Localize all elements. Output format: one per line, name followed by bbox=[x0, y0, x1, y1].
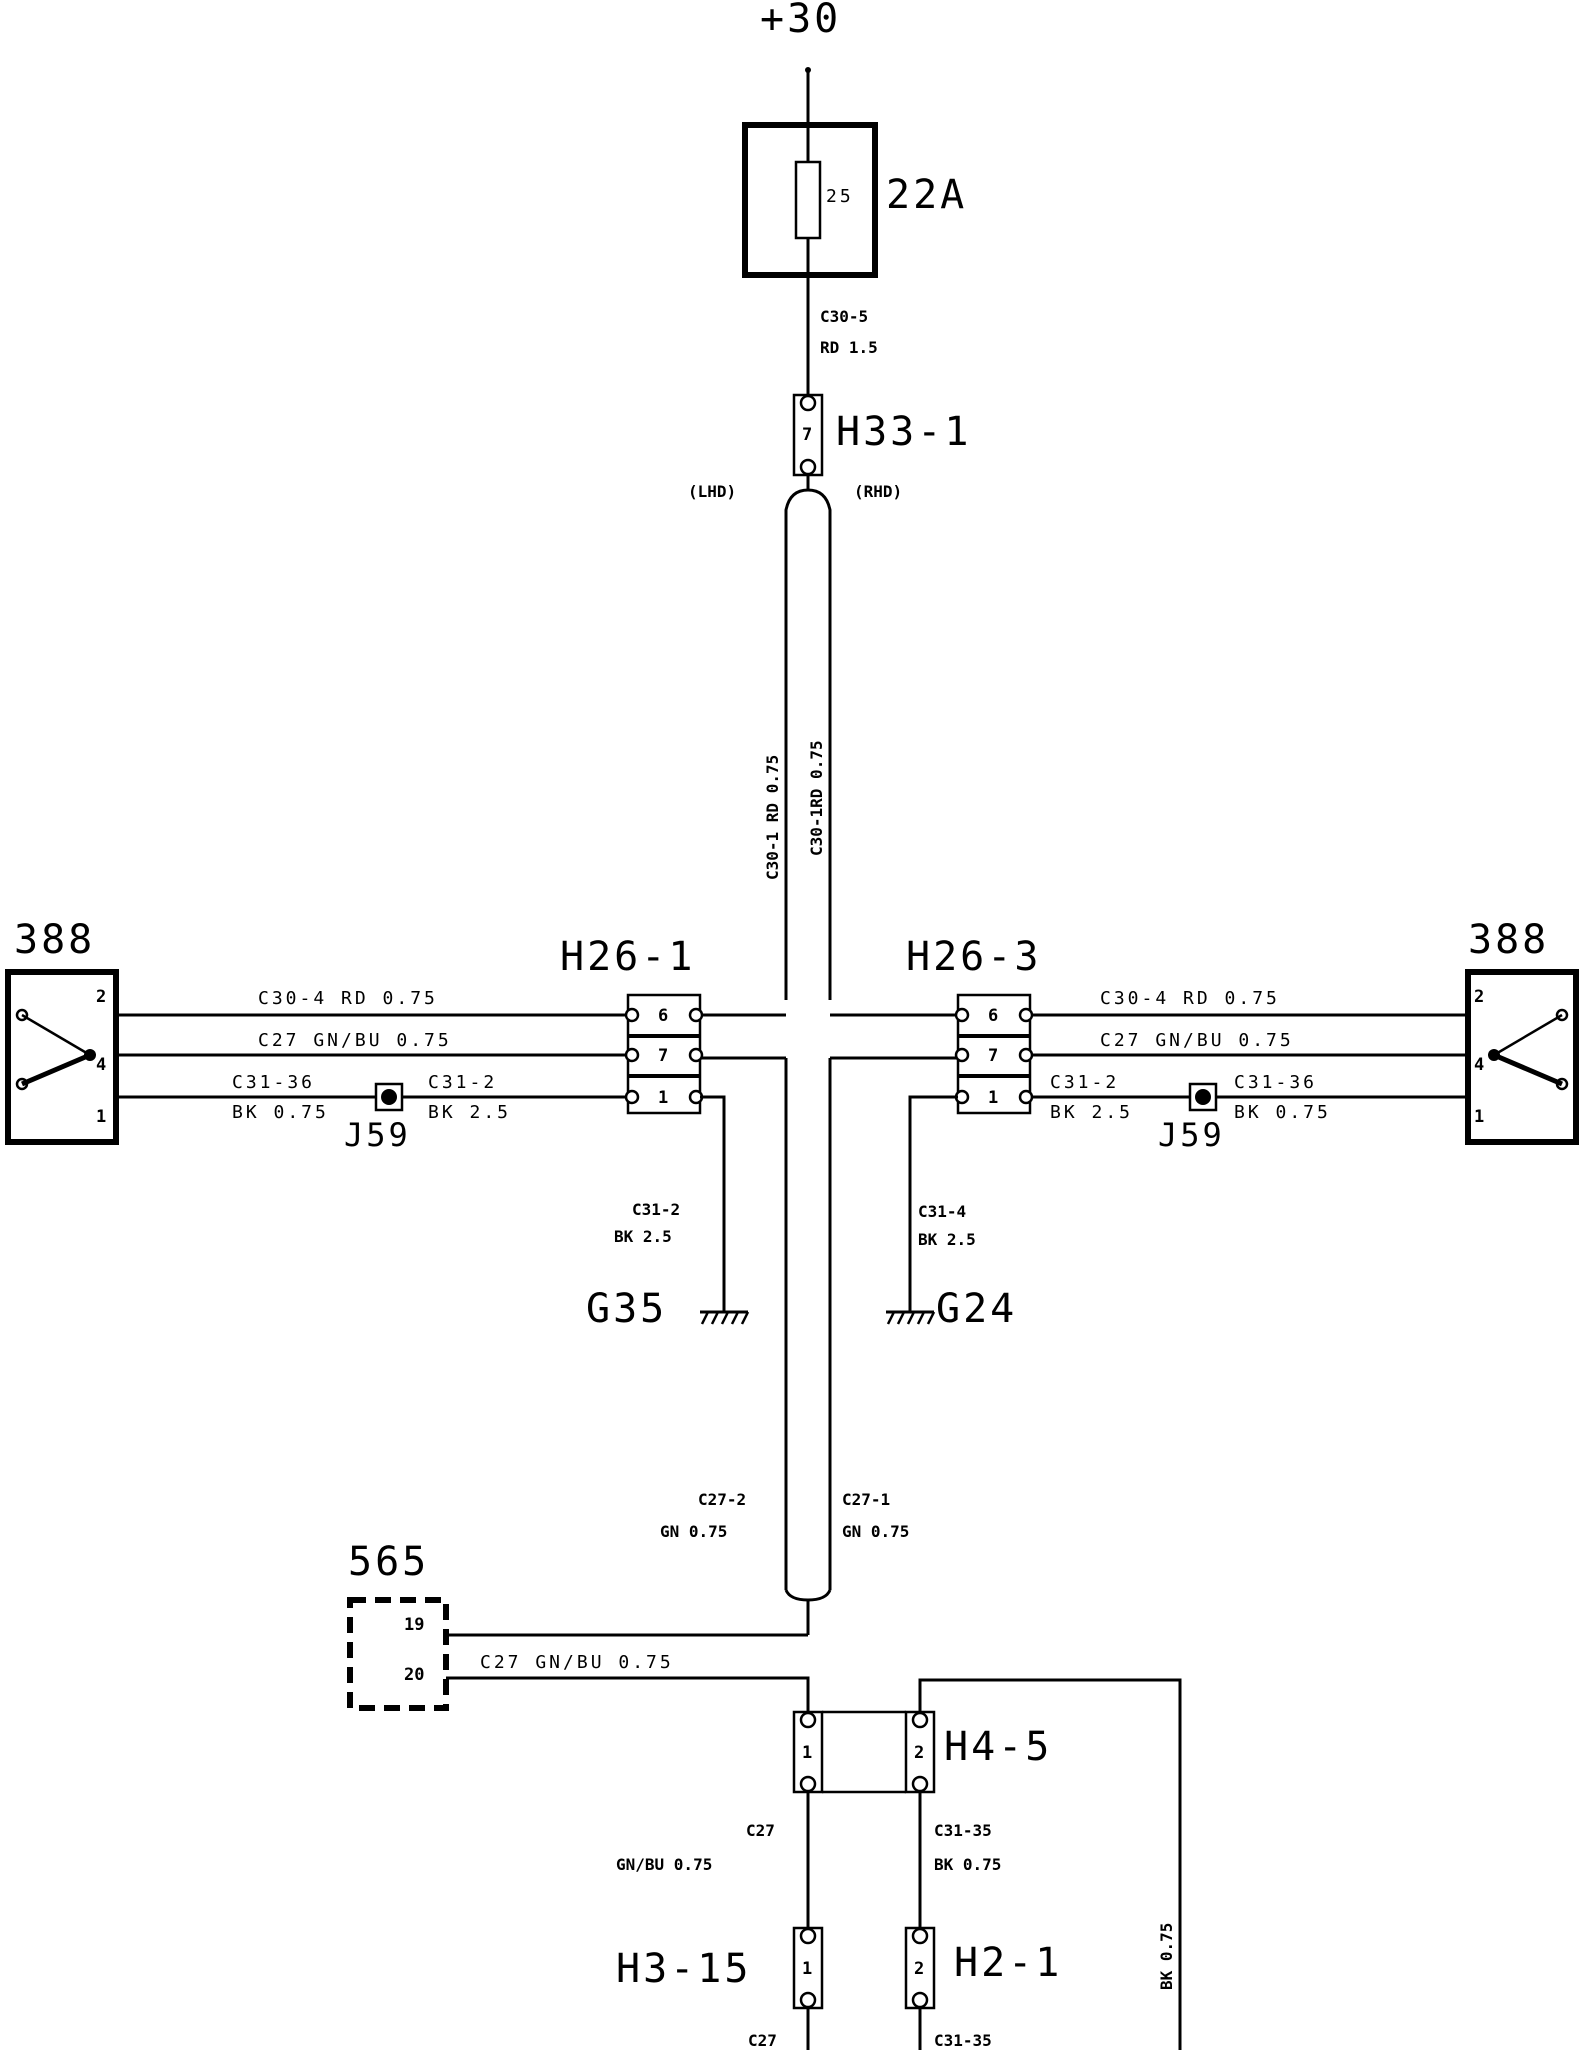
wire-c31-36-right-spec: BK 0.75 bbox=[1234, 1102, 1331, 1123]
wire-c31-35-bottom-label: C31-35 bbox=[934, 2031, 992, 2050]
wire-bk-right bbox=[918, 1678, 1182, 2050]
module-565-pin-19: 19 bbox=[404, 1615, 424, 1635]
connector-h26-3-label: H26-3 bbox=[906, 934, 1041, 980]
connector-h2-1: 2 bbox=[904, 1926, 936, 2010]
svg-text:7: 7 bbox=[988, 1046, 998, 1066]
lhd-label: (LHD) bbox=[688, 482, 736, 501]
connector-h33-1: 7 bbox=[792, 393, 824, 477]
splice-j59-right-label: J59 bbox=[1158, 1116, 1225, 1154]
wire-c31-35-spec: BK 0.75 bbox=[934, 1855, 1001, 1874]
connector-h4-5-label: H4-5 bbox=[944, 1724, 1052, 1770]
svg-text:4: 4 bbox=[96, 1055, 106, 1075]
component-388-right-label: 388 bbox=[1468, 917, 1549, 963]
wire-c31-2-g35 bbox=[700, 1095, 726, 1312]
wire-c31-36-left-id: C31-36 bbox=[232, 1072, 315, 1093]
wire-c27-right-label: C27 GN/BU 0.75 bbox=[1100, 1030, 1294, 1051]
wire-c31-36-right-id: C31-36 bbox=[1234, 1072, 1317, 1093]
svg-text:1: 1 bbox=[988, 1088, 998, 1108]
svg-text:1: 1 bbox=[658, 1088, 668, 1108]
wire-c31-2-right-id: C31-2 bbox=[1050, 1072, 1119, 1093]
wire-c31-2-left-id: C31-2 bbox=[428, 1072, 497, 1093]
wire-c27-565 bbox=[446, 1676, 810, 1712]
wire-c30-1rd bbox=[807, 488, 832, 1000]
wire-c27-left-label: C27 GN/BU 0.75 bbox=[258, 1030, 452, 1051]
svg-text:6: 6 bbox=[988, 1006, 998, 1026]
svg-text:1: 1 bbox=[802, 1743, 812, 1763]
component-388-left-switch: 2 4 1 bbox=[15, 987, 106, 1127]
connector-h4-5: 1 2 bbox=[792, 1710, 936, 1794]
wire-c30-1 bbox=[784, 475, 810, 1000]
wire-c27-bottom-label: C27 bbox=[748, 2031, 777, 2050]
svg-text:1: 1 bbox=[802, 1959, 812, 1979]
wire-c31-2-left-spec: BK 2.5 bbox=[428, 1102, 511, 1123]
connector-h26-1: 6 7 1 bbox=[624, 993, 704, 1115]
wire-c30-4-left-label: C30-4 RD 0.75 bbox=[258, 988, 438, 1009]
svg-text:4: 4 bbox=[1474, 1055, 1484, 1075]
rhd-label: (RHD) bbox=[854, 482, 902, 501]
wire-c30-5-spec: RD 1.5 bbox=[820, 338, 878, 357]
fuse-element bbox=[794, 160, 822, 240]
connector-h33-1-label: H33-1 bbox=[836, 409, 971, 455]
svg-text:6: 6 bbox=[658, 1006, 668, 1026]
wire-c27-h4-spec: GN/BU 0.75 bbox=[616, 1855, 712, 1874]
wire-c31-35-id: C31-35 bbox=[934, 1821, 992, 1840]
svg-text:2: 2 bbox=[914, 1743, 924, 1763]
ground-g35-label: G35 bbox=[586, 1286, 667, 1332]
wire-c31-2-g35-id: C31-2 bbox=[632, 1200, 680, 1219]
module-565-label: 565 bbox=[348, 1539, 429, 1585]
component-388-left-label: 388 bbox=[14, 917, 95, 963]
wire-c31-4-g24 bbox=[908, 1095, 958, 1312]
ground-g24-label: G24 bbox=[936, 1286, 1017, 1332]
connector-h26-1-label: H26-1 bbox=[560, 934, 695, 980]
wire-c30-1-label: C30-1 RD 0.75 bbox=[763, 755, 782, 880]
fuse-label: 22A bbox=[886, 172, 967, 218]
module-565 bbox=[347, 1597, 449, 1711]
svg-text:7: 7 bbox=[658, 1046, 668, 1066]
wire-c27-h4-id: C27 bbox=[746, 1821, 775, 1840]
wire-c27-2-spec: GN 0.75 bbox=[660, 1522, 727, 1541]
wire-c27-565-label: C27 GN/BU 0.75 bbox=[480, 1652, 674, 1673]
wire-c27-1-spec: GN 0.75 bbox=[842, 1522, 909, 1541]
fuse-number: 25 bbox=[826, 186, 854, 207]
connector-h3-15-label: H3-15 bbox=[616, 1946, 751, 1992]
wire-c31-36-left-spec: BK 0.75 bbox=[232, 1102, 329, 1123]
splice-j59-left bbox=[374, 1082, 404, 1112]
wire-c30-5-id: C30-5 bbox=[820, 307, 868, 326]
wire-c27-2-id: C27-2 bbox=[698, 1490, 746, 1509]
connector-h3-15: 1 bbox=[792, 1926, 824, 2010]
svg-text:2: 2 bbox=[914, 1959, 924, 1979]
wire-c31-2-right-spec: BK 2.5 bbox=[1050, 1102, 1133, 1123]
wire-c30-4-right-label: C30-4 RD 0.75 bbox=[1100, 988, 1280, 1009]
wire-c30-1rd-label: C30-1RD 0.75 bbox=[807, 740, 826, 856]
wire-c31-2-g35-spec: BK 2.5 bbox=[614, 1227, 672, 1246]
wire-c31-4-g24-id: C31-4 bbox=[918, 1202, 966, 1221]
module-565-pin-20: 20 bbox=[404, 1665, 424, 1685]
splice-j59-right bbox=[1188, 1082, 1218, 1112]
connector-h2-1-label: H2-1 bbox=[954, 1940, 1062, 1986]
svg-text:7: 7 bbox=[802, 425, 812, 445]
wire-c31-4-g24-spec: BK 2.5 bbox=[918, 1230, 976, 1249]
svg-text:1: 1 bbox=[1474, 1107, 1484, 1127]
connector-h26-3: 6 7 1 bbox=[954, 993, 1034, 1115]
svg-text:2: 2 bbox=[1474, 987, 1484, 1007]
component-388-right bbox=[1465, 969, 1579, 1145]
svg-text:1: 1 bbox=[96, 1107, 106, 1127]
ground-g35-icon bbox=[700, 1310, 750, 1325]
svg-text:2: 2 bbox=[96, 987, 106, 1007]
supply-label: +30 bbox=[760, 0, 841, 42]
wire-c27-1-id: C27-1 bbox=[842, 1490, 890, 1509]
component-388-left bbox=[5, 969, 119, 1145]
component-388-right-switch: 2 4 1 bbox=[1474, 987, 1569, 1127]
ground-g24-icon bbox=[886, 1310, 936, 1325]
wire-bk-right-label: BK 0.75 bbox=[1157, 1923, 1176, 1990]
splice-j59-left-label: J59 bbox=[344, 1116, 411, 1154]
